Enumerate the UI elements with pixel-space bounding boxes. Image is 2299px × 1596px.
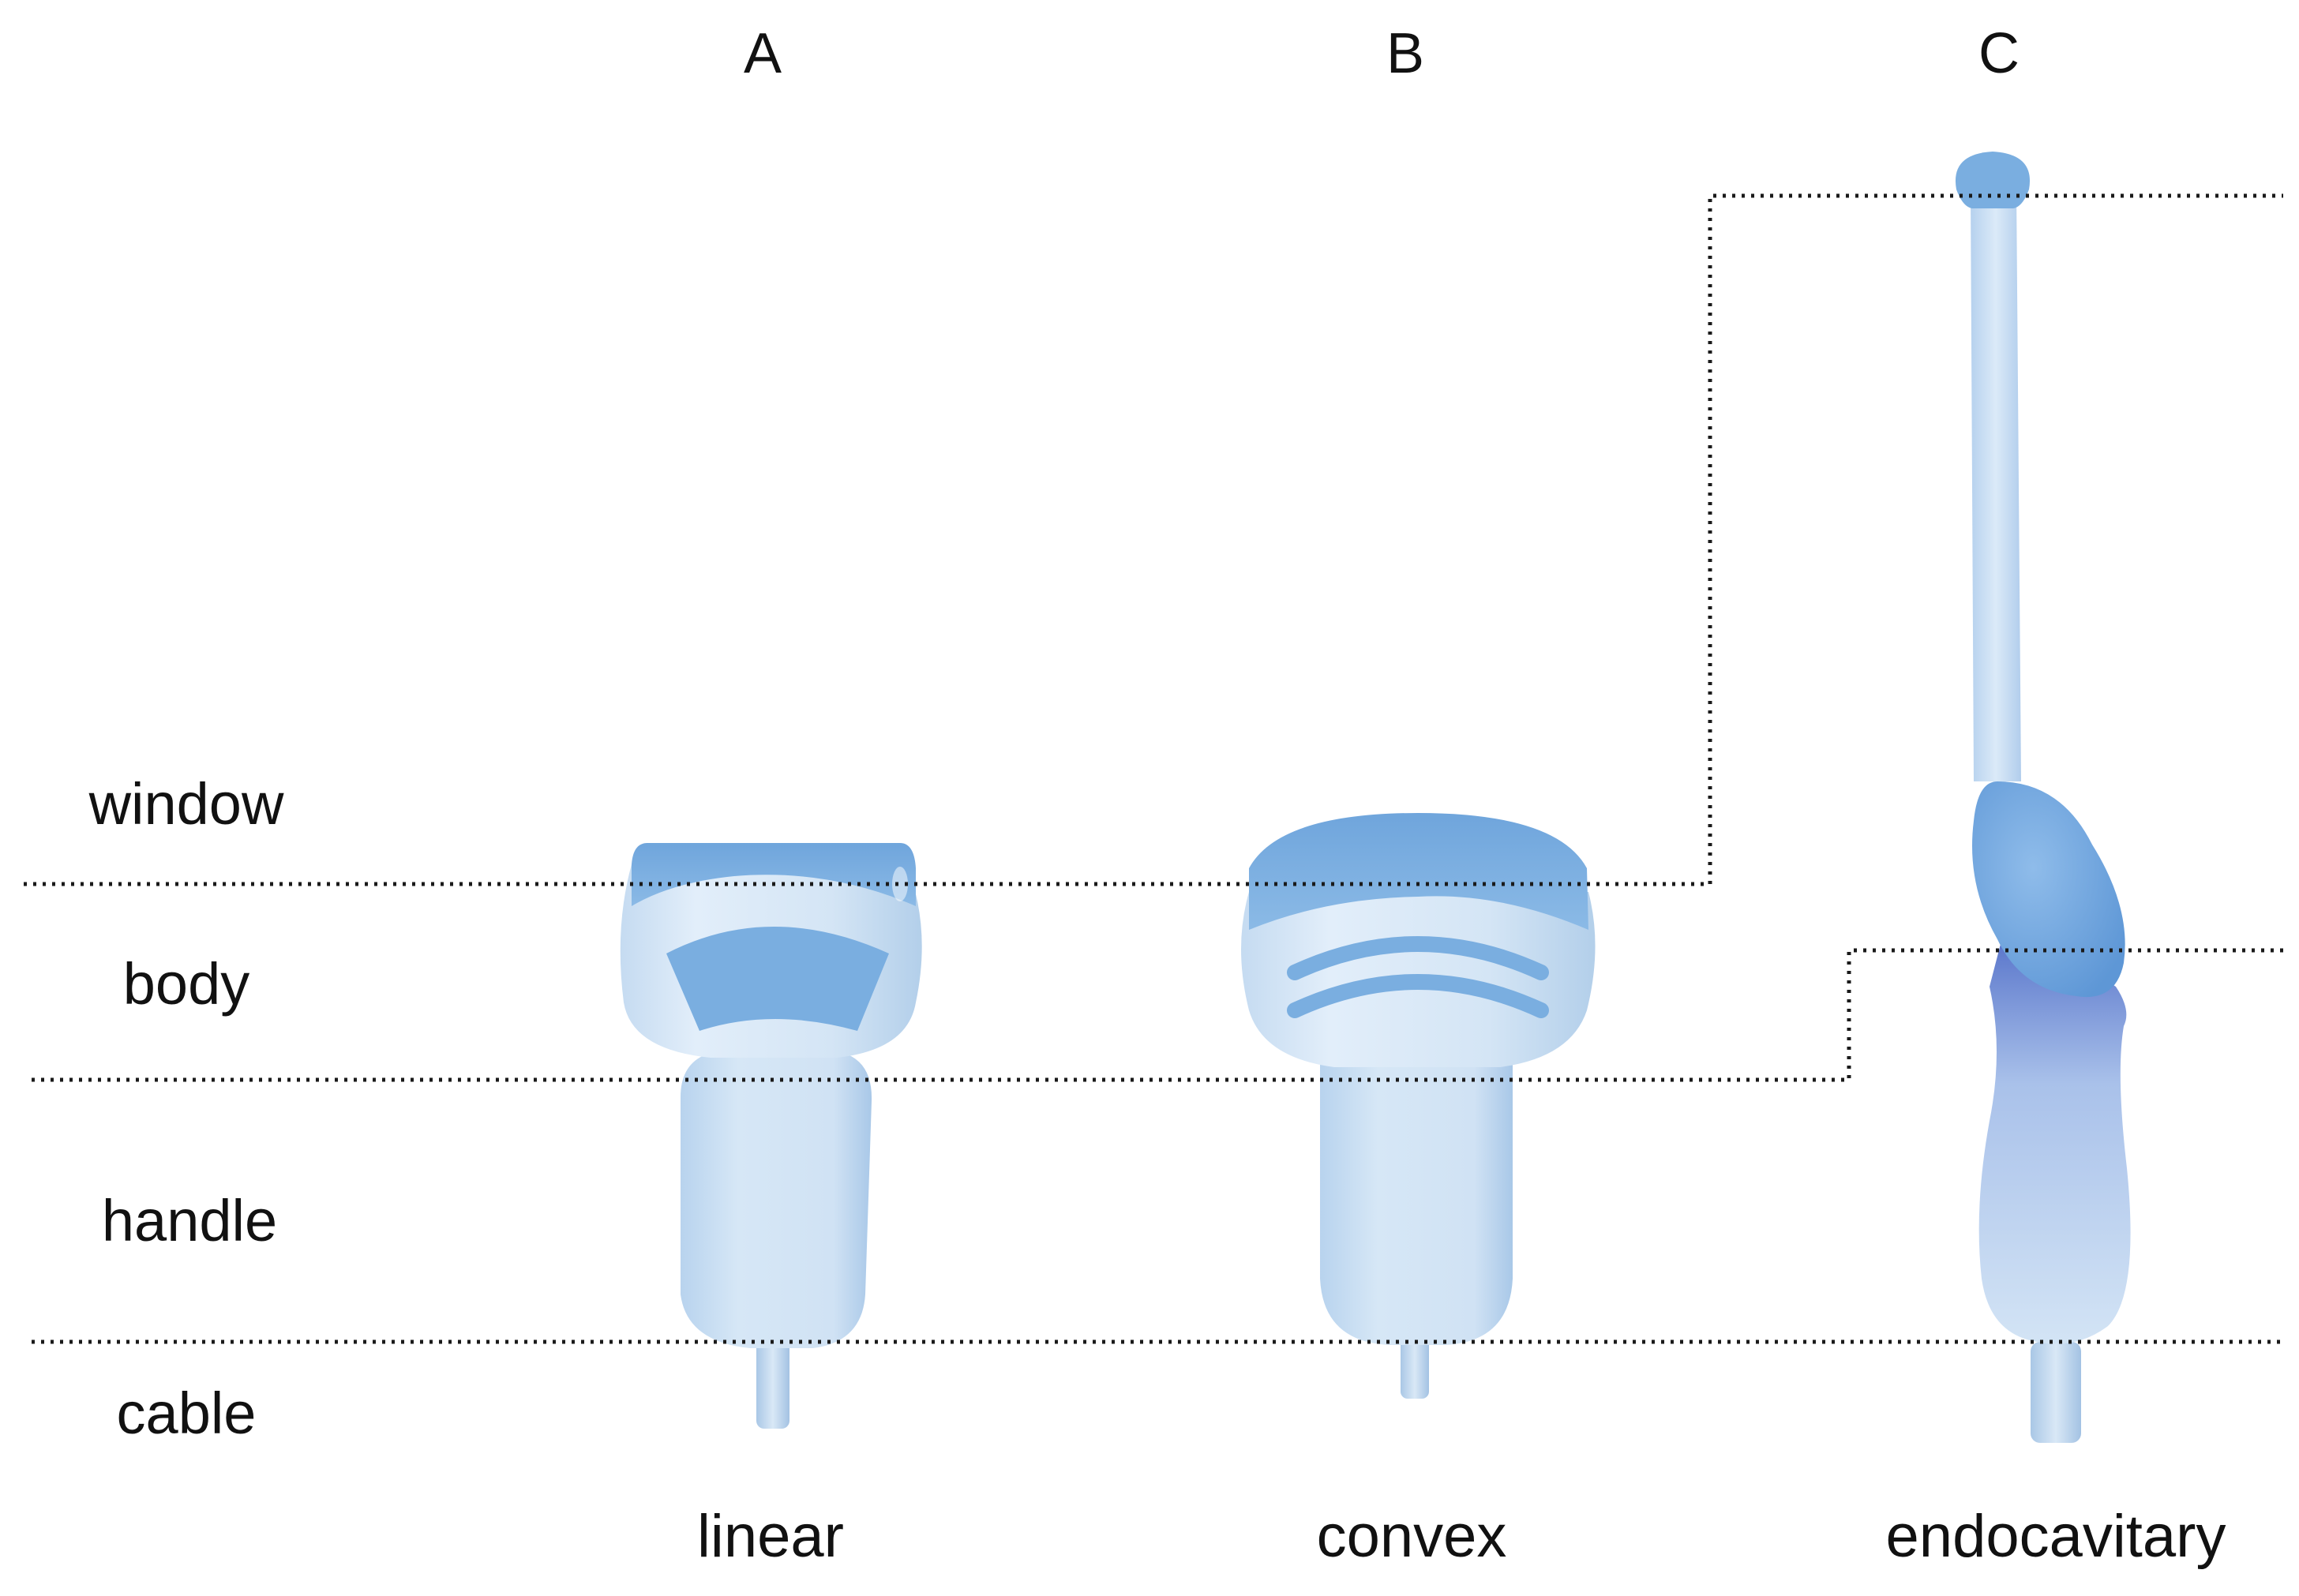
probe-name-convex: convex: [1317, 1503, 1507, 1570]
part-label-window: window: [88, 771, 284, 837]
linear-probe: [620, 843, 922, 1429]
linear-probe-body-marking: [666, 927, 889, 1031]
endocavitary-probe-tip: [1955, 152, 2031, 208]
linear-probe-cable: [756, 1334, 789, 1429]
convex-probe-window: [1249, 813, 1588, 930]
endocavitary-probe-handle: [1978, 944, 2131, 1344]
part-label-body: body: [123, 951, 249, 1017]
window-guide-line: [24, 193, 2283, 886]
endocavitary-probe-grip: [1972, 781, 2125, 998]
panel-letter-b: B: [1386, 22, 1424, 85]
endocavitary-probe-cable: [2031, 1342, 2081, 1443]
convex-probe-body-line-2: [1287, 974, 1549, 1018]
convex-probe: [1241, 813, 1596, 1399]
endocavitary-probe-shaft: [1971, 189, 2021, 781]
part-label-cable: cable: [117, 1381, 257, 1446]
convex-probe-handle: [1320, 1058, 1513, 1345]
linear-probe-handle: [681, 1050, 872, 1348]
linear-probe-highlight: [892, 867, 908, 901]
probe-name-endocavitary: endocavitary: [1886, 1503, 2226, 1570]
linear-probe-window: [632, 843, 916, 906]
panel-letter-c: C: [1978, 22, 2020, 85]
part-label-handle: handle: [102, 1188, 277, 1253]
endocavitary-probe: [1955, 152, 2131, 1443]
body-guide-line: [32, 948, 2283, 1082]
convex-probe-body-line-1: [1287, 936, 1549, 980]
panel-letter-a: A: [744, 22, 782, 85]
probe-name-linear: linear: [697, 1503, 844, 1570]
